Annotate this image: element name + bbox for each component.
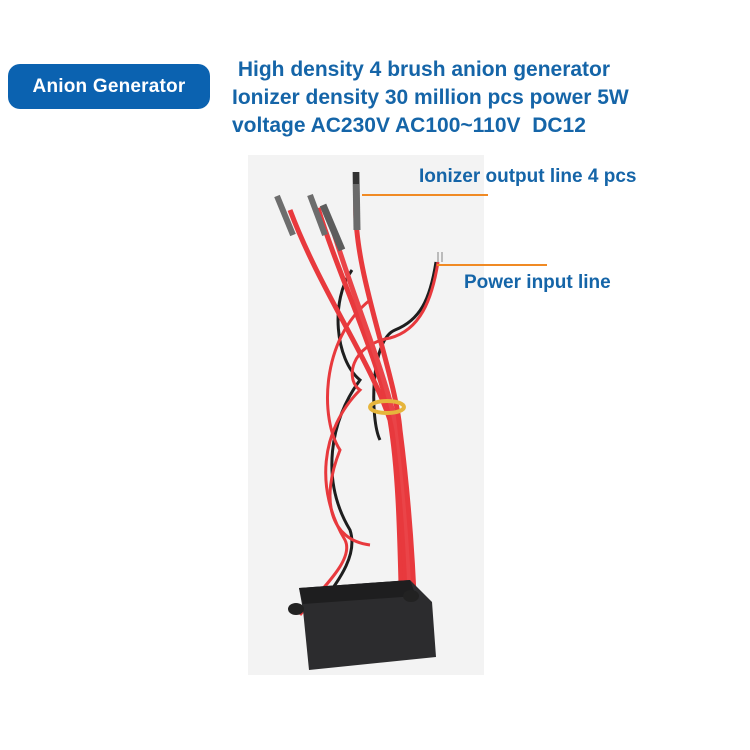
anion-generator-badge: Anion Generator [8, 64, 210, 109]
power-input-leader-line [437, 264, 547, 266]
product-headline: High density 4 brush anion generator Ion… [232, 56, 629, 140]
headline-line-1: High density 4 brush anion generator [232, 58, 611, 81]
headline-line-2: Ionizer density 30 million pcs power 5W [232, 86, 629, 109]
ionizer-output-leader-line [362, 194, 488, 196]
headline-line-3: voltage AC230V AC100~110V DC12 [232, 114, 586, 137]
badge-label: Anion Generator [32, 75, 186, 97]
power-input-label: Power input line [464, 272, 611, 293]
ionizer-output-label: Ionizer output line 4 pcs [419, 166, 637, 187]
